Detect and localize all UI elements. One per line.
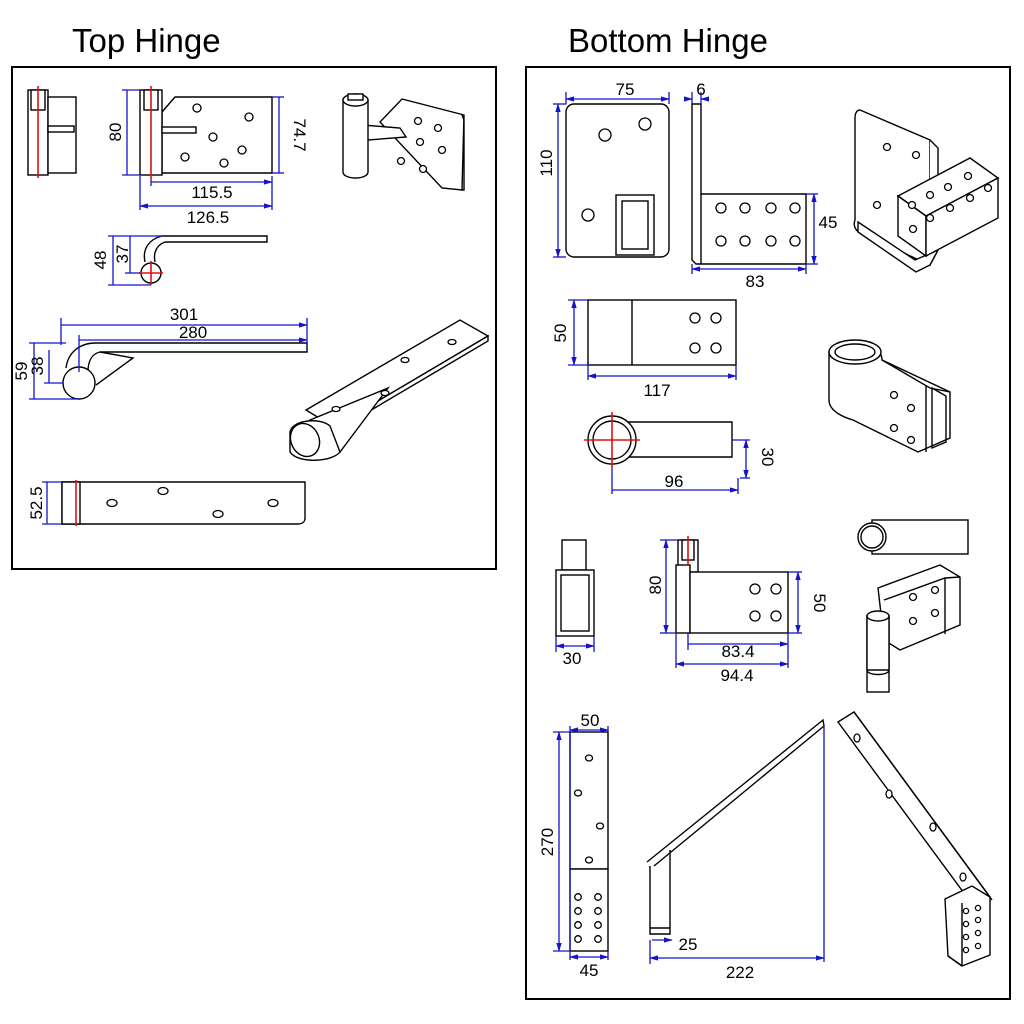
dim-83: 83: [746, 272, 765, 291]
dim-50-block: 50: [551, 324, 570, 343]
bottom-pin-isometric: [866, 564, 961, 693]
dim-45-strap: 45: [580, 961, 599, 980]
dim-280: 280: [179, 323, 207, 342]
dim-301: 301: [170, 305, 198, 324]
top-hinge-plate-dimensions: 80 74.7 115.5 126.5: [106, 89, 309, 227]
dim-75: 75: [616, 80, 635, 99]
top-hinge-arm-isometric: [289, 319, 490, 461]
bottom-block-front: 50 117: [551, 299, 737, 400]
dim-25: 25: [679, 935, 698, 954]
dim-30-tube: 30: [758, 448, 777, 467]
top-hinge-heading: Top Hinge: [72, 22, 221, 59]
dim-50-side: 50: [810, 594, 829, 613]
bottom-tube-side: 96 30: [584, 412, 777, 494]
bottom-strap-front: 50 270 45: [538, 711, 609, 980]
bottom-bracket-isometric: [853, 109, 1000, 273]
bottom-hinge-panel: [525, 66, 1011, 1000]
top-hinge-isometric: [342, 93, 465, 191]
dim-width-126-5: 126.5: [187, 208, 230, 227]
dim-94-4: 94.4: [720, 666, 753, 685]
dim-30-socket: 30: [563, 649, 582, 668]
dim-45: 45: [819, 213, 838, 232]
dim-96: 96: [665, 472, 684, 491]
dim-52-5: 52.5: [27, 486, 46, 519]
bottom-hinge-heading: Bottom Hinge: [568, 22, 768, 59]
bottom-socket-front: 30: [555, 539, 595, 668]
bottom-tube-top: [857, 519, 969, 555]
top-hinge-plate-view: [139, 86, 273, 180]
dim-38: 38: [28, 357, 47, 376]
bottom-side-view: 80 50 83.4 94.4: [646, 536, 829, 685]
dim-width-115-5: 115.5: [191, 183, 232, 202]
dim-270: 270: [538, 828, 557, 856]
dim-50-strap: 50: [581, 711, 600, 730]
bottom-arm-isometric: [836, 711, 993, 967]
top-hinge-end-view: [27, 86, 77, 178]
dim-37: 37: [113, 245, 132, 264]
dim-110: 110: [537, 149, 556, 176]
dim-6: 6: [696, 80, 705, 99]
dim-117: 117: [643, 381, 670, 400]
bottom-socket-isometric: [828, 339, 951, 453]
bottom-arm-profile: 25 222: [646, 718, 825, 982]
top-hinge-arm-top-view: 52.5: [27, 480, 306, 526]
top-hinge-profile-small: 48 37: [91, 235, 268, 286]
dim-222: 222: [726, 963, 754, 982]
dim-height-74-7: 74.7: [290, 118, 309, 151]
dim-height-80: 80: [106, 123, 125, 142]
dim-59: 59: [12, 362, 31, 381]
dim-80-side: 80: [646, 576, 665, 595]
dim-48: 48: [91, 251, 110, 270]
bottom-bracket-side: 6 45 83: [683, 80, 838, 291]
bottom-plate-front: 75 110: [537, 80, 670, 258]
top-hinge-panel: [11, 66, 497, 570]
top-hinge-arm-profile: 301 280 59 38: [12, 305, 308, 400]
dim-83-4: 83.4: [721, 642, 754, 661]
